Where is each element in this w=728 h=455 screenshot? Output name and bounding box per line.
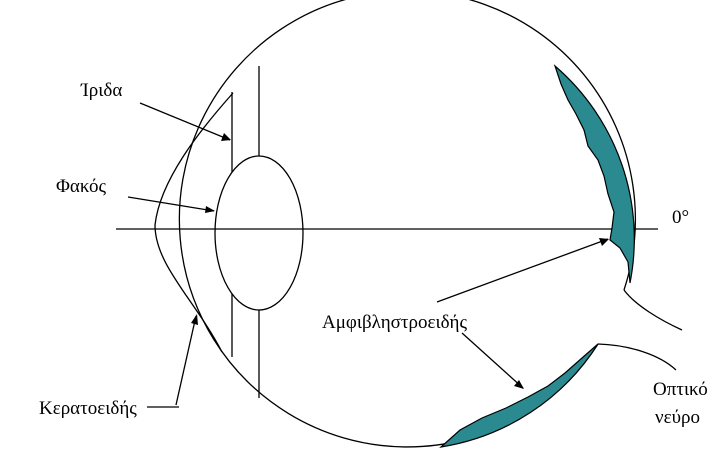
optic-nerve-label-line1: Οπτικό: [653, 379, 708, 401]
iris-pointer: [140, 103, 230, 140]
optic-nerve-label-line2: νεύρο: [655, 407, 700, 429]
lens-arrowhead: [205, 206, 215, 213]
retina-pointer-up: [437, 239, 608, 302]
retina-label: Αμφιβληστροειδής: [322, 312, 467, 334]
optic-nerve-upper: [624, 290, 682, 330]
retina-upper: [555, 66, 634, 283]
retina-lower: [441, 344, 598, 447]
optic-nerve-lower: [598, 344, 676, 370]
iris-arrowhead: [221, 133, 231, 141]
cornea-label: Κερατοειδής: [39, 398, 137, 420]
lens: [215, 156, 303, 310]
retina-arrowhead-up: [599, 238, 609, 246]
iris-label: Ίριδα: [81, 80, 122, 102]
cornea-pointer: [176, 316, 196, 405]
axis-angle-label: 0°: [672, 207, 689, 229]
lens-pointer: [128, 197, 214, 211]
lens-label: Φακός: [56, 176, 106, 198]
retina-pointer-down: [462, 333, 523, 388]
cornea-arrowhead: [191, 314, 198, 325]
